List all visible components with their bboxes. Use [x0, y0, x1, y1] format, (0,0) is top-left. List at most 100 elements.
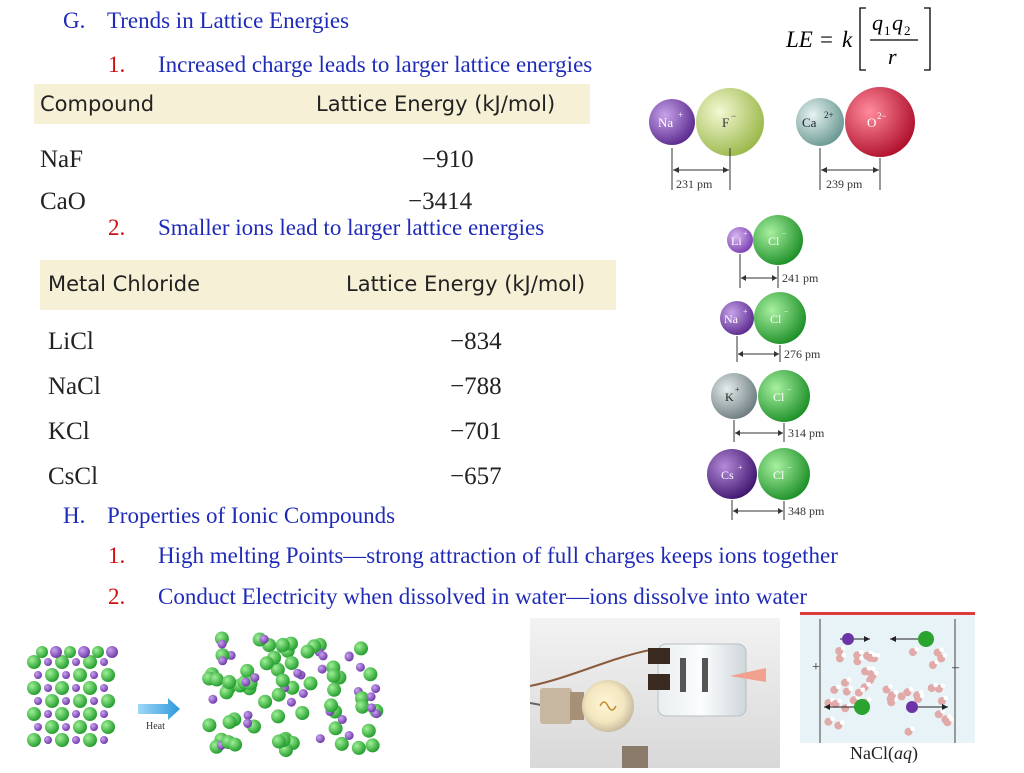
- water-hydrogen: [875, 653, 881, 658]
- point-h2: 2.Conduct Electricity when dissolved in …: [108, 584, 807, 610]
- chloride-ion: [271, 687, 286, 702]
- sodium-ion: [100, 710, 108, 718]
- water-hydrogen: [918, 690, 924, 695]
- point-g2-text: Smaller ions lead to larger lattice ener…: [158, 215, 545, 240]
- table1-row-cao-name: CaO: [40, 188, 86, 215]
- chloride-ion: [327, 682, 342, 697]
- arrowhead: [890, 636, 896, 642]
- cscl-arrowheads: [733, 508, 783, 514]
- stand: [622, 746, 648, 768]
- chloride-ion: [303, 676, 318, 691]
- cl-ion-label: Cl: [768, 234, 780, 248]
- sodium-ion: [315, 734, 325, 744]
- li-ion-sphere: [727, 227, 753, 253]
- cl-ion-sphere: [758, 370, 810, 422]
- chloride-ion: [351, 740, 366, 755]
- cao-arrowheads: [821, 167, 879, 173]
- ca-ion-sphere: [796, 98, 844, 146]
- point-g1-number: 1.: [108, 52, 126, 77]
- section-g-heading: G.Trends in Lattice Energies: [63, 8, 349, 34]
- table-row: CsCl −657: [40, 455, 616, 500]
- naf-arrowheads: [673, 167, 729, 173]
- cl-ion-sphere: [758, 448, 810, 500]
- cl-ion-sphere: [753, 215, 803, 265]
- water-hydrogen: [866, 697, 872, 702]
- water-hydrogen: [840, 645, 846, 651]
- water-hydrogen: [940, 709, 945, 714]
- nacl-label-main: NaCl(: [850, 743, 894, 763]
- water-hydrogen: [910, 726, 915, 731]
- sodium-ion: [62, 697, 70, 705]
- licl-distance-label: 241 pm: [782, 271, 819, 285]
- na-ion-sphere-small: [720, 301, 754, 335]
- k-ion-label: K: [725, 390, 734, 404]
- sodium-ion: [62, 671, 70, 679]
- chloride-ion: [300, 644, 315, 659]
- water-hydrogen: [943, 695, 949, 701]
- heat-arrow-icon: [138, 698, 180, 720]
- cation-ion: [842, 633, 854, 645]
- table1-header: Compound Lattice Energy (kJ/mol): [34, 84, 590, 124]
- formula-sub2: 2: [904, 23, 911, 38]
- sodium-ion: [318, 651, 328, 661]
- plus-sign: +: [812, 660, 820, 675]
- f-ion-sphere: [696, 88, 764, 156]
- chloride-ion: [365, 738, 380, 753]
- sodium-ion: [72, 658, 80, 666]
- chloride-ion: [222, 715, 237, 729]
- sodium-ion: [371, 684, 381, 694]
- chloride-ion: [27, 655, 41, 669]
- chloride-ion: [271, 709, 286, 724]
- water-hydrogen: [888, 684, 893, 689]
- chloride-ion: [363, 667, 378, 682]
- formula-k: k: [842, 27, 853, 52]
- formula-equals: =: [820, 27, 833, 52]
- water-hydrogen: [874, 670, 879, 676]
- chloride-ion: [334, 736, 349, 751]
- point-h2-text: Conduct Electricity when dissolved in wa…: [158, 584, 807, 609]
- chloride-ion: [27, 681, 41, 695]
- table2-header: Metal Chloride Lattice Energy (kJ/mol): [40, 260, 616, 310]
- chloride-ion: [355, 699, 370, 714]
- kcl-arrowheads: [735, 430, 783, 436]
- ca-ion-charge: 2+: [824, 110, 834, 120]
- chloride-ion: [55, 733, 69, 747]
- lightbulb-apparatus: [529, 643, 766, 768]
- sodium-ion: [100, 658, 108, 666]
- electrode: [702, 658, 708, 692]
- f-ion-label: F: [722, 115, 729, 130]
- electrode-clip: [648, 648, 670, 664]
- formula-q1: q: [872, 10, 883, 35]
- o-ion-charge: 2−: [877, 111, 887, 121]
- water-hydrogen: [933, 682, 938, 688]
- water-hydrogen: [872, 652, 877, 658]
- na-ion-charge-small: +: [743, 307, 748, 316]
- sodium-ion: [366, 692, 376, 702]
- cs-ion-charge: +: [738, 463, 743, 472]
- sodium-ion: [34, 723, 42, 731]
- water-hydrogen: [866, 682, 871, 687]
- sodium-ion: [243, 718, 253, 728]
- cl-ion-charge: −: [787, 463, 792, 472]
- chloride-ion: [101, 694, 115, 708]
- sodium-ion: [298, 689, 308, 698]
- water-hydrogen: [830, 716, 835, 721]
- table1-row-naf-value: −910: [422, 146, 474, 173]
- water-hydrogen: [859, 656, 864, 661]
- cl-ion-label: Cl: [773, 390, 785, 404]
- table-row: KCl −701: [40, 410, 616, 455]
- water-hydrogen: [846, 677, 852, 682]
- water-hydrogen: [914, 646, 920, 652]
- cl-ion-charge: −: [782, 229, 787, 238]
- chloride-ion: [83, 655, 97, 669]
- arrowhead: [942, 704, 948, 710]
- metal-chloride-table: Metal Chloride Lattice Energy (kJ/mol) L…: [40, 260, 616, 500]
- chloride-ion: [240, 663, 255, 678]
- chloride-ion: [73, 694, 87, 708]
- chloride-ion: [275, 637, 290, 652]
- cs-ion-sphere: [707, 449, 757, 499]
- chloride-ion: [45, 720, 59, 734]
- arrowhead: [864, 636, 870, 642]
- na-ion-label-small: Na: [724, 312, 739, 326]
- li-ion-charge: +: [743, 229, 748, 238]
